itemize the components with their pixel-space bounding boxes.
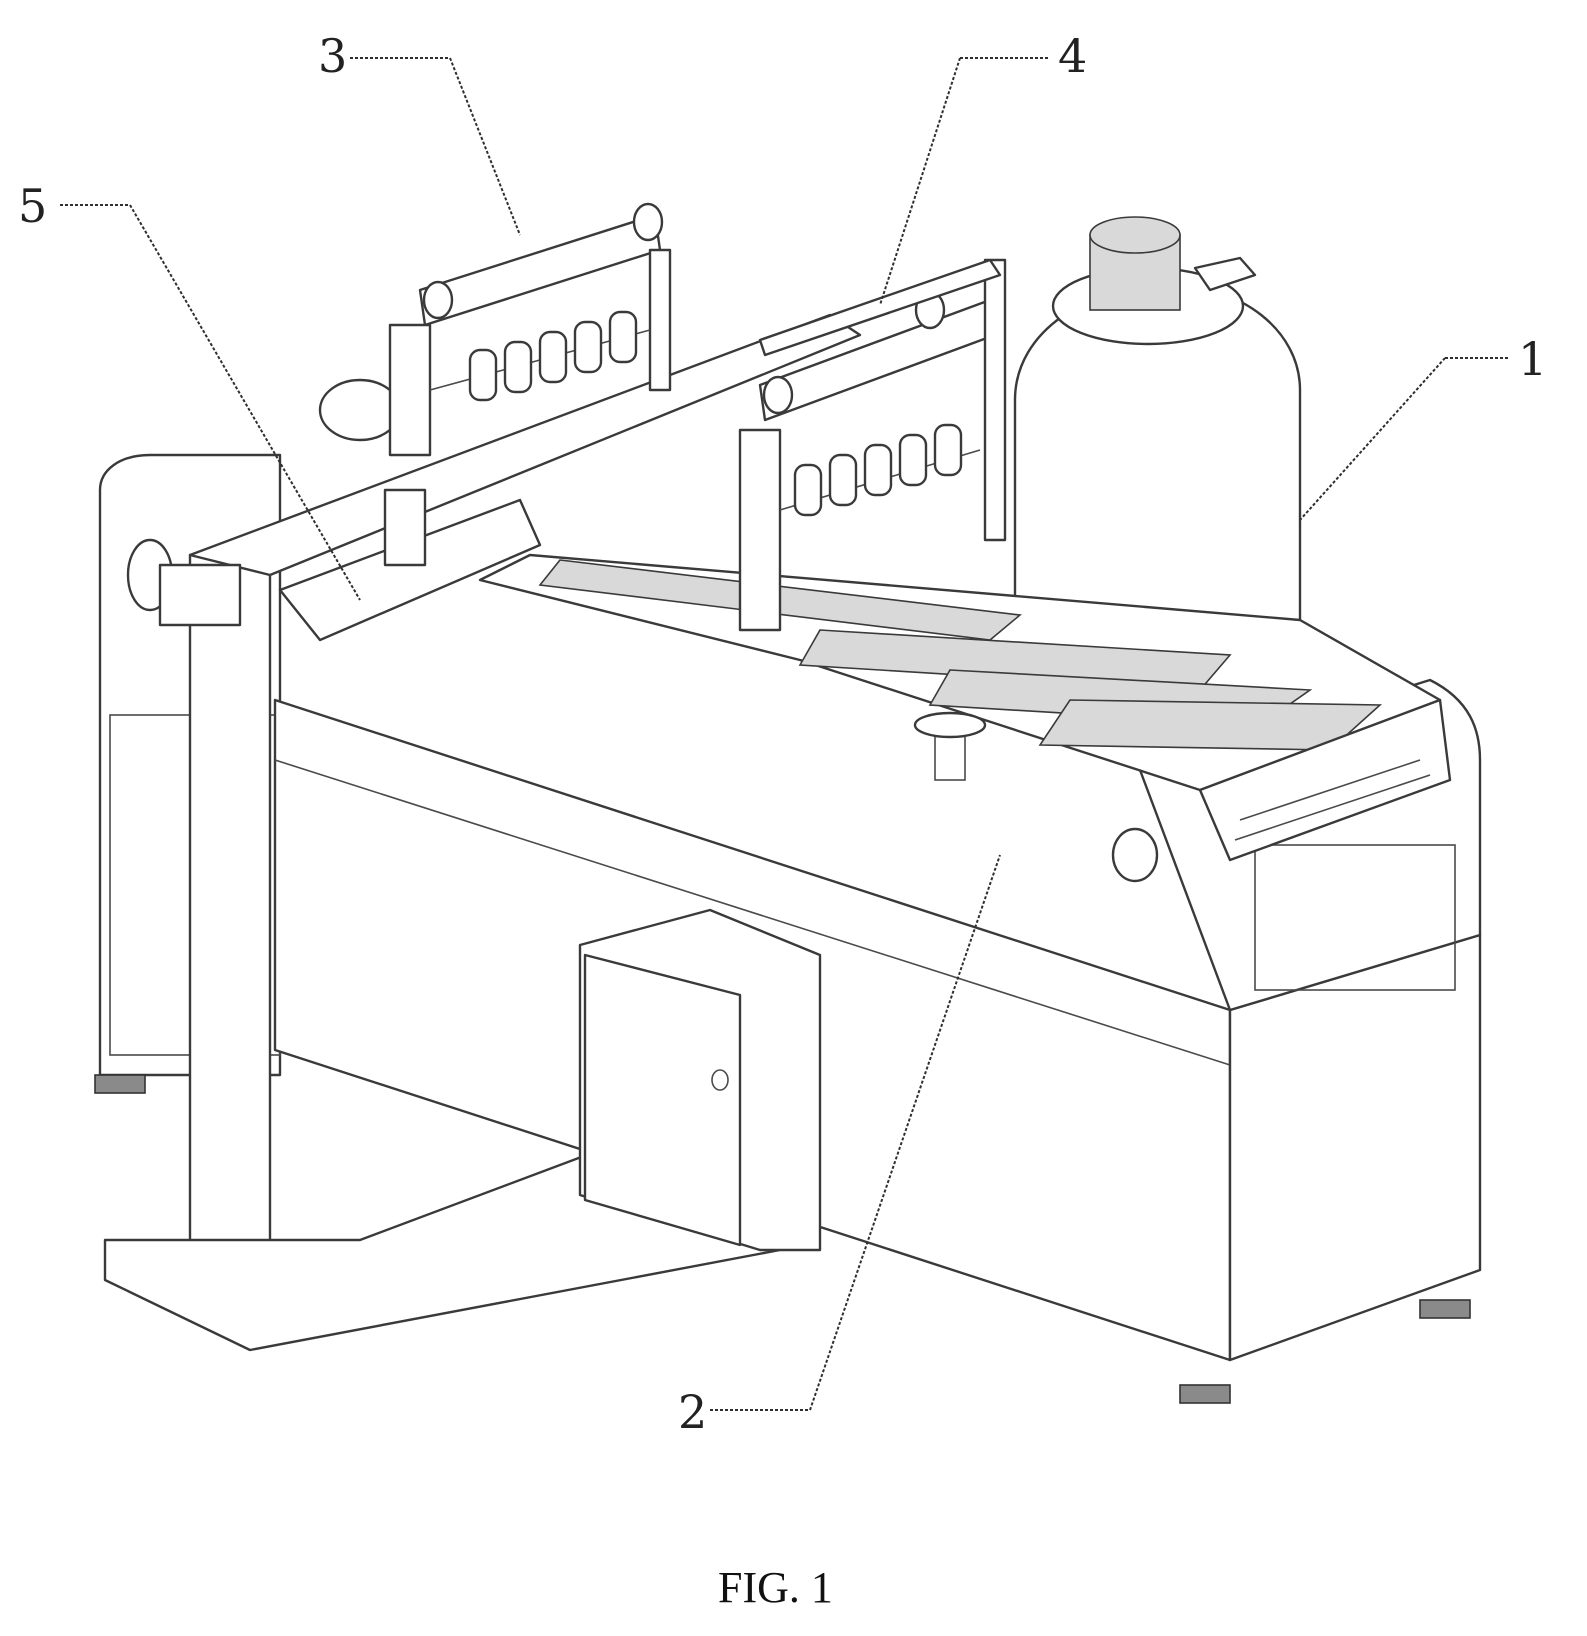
figure-caption: FIG. 1 xyxy=(718,1563,833,1612)
filling-head-4 xyxy=(740,260,1005,630)
reference-numeral-4: 4 xyxy=(1058,29,1087,83)
control-cabinet xyxy=(580,910,820,1250)
reference-numeral-3: 3 xyxy=(318,29,347,83)
tank xyxy=(1015,217,1300,625)
reference-numeral-5: 5 xyxy=(18,179,47,233)
reference-numeral-2: 2 xyxy=(678,1385,707,1439)
reference-numeral-1: 1 xyxy=(1518,332,1547,386)
